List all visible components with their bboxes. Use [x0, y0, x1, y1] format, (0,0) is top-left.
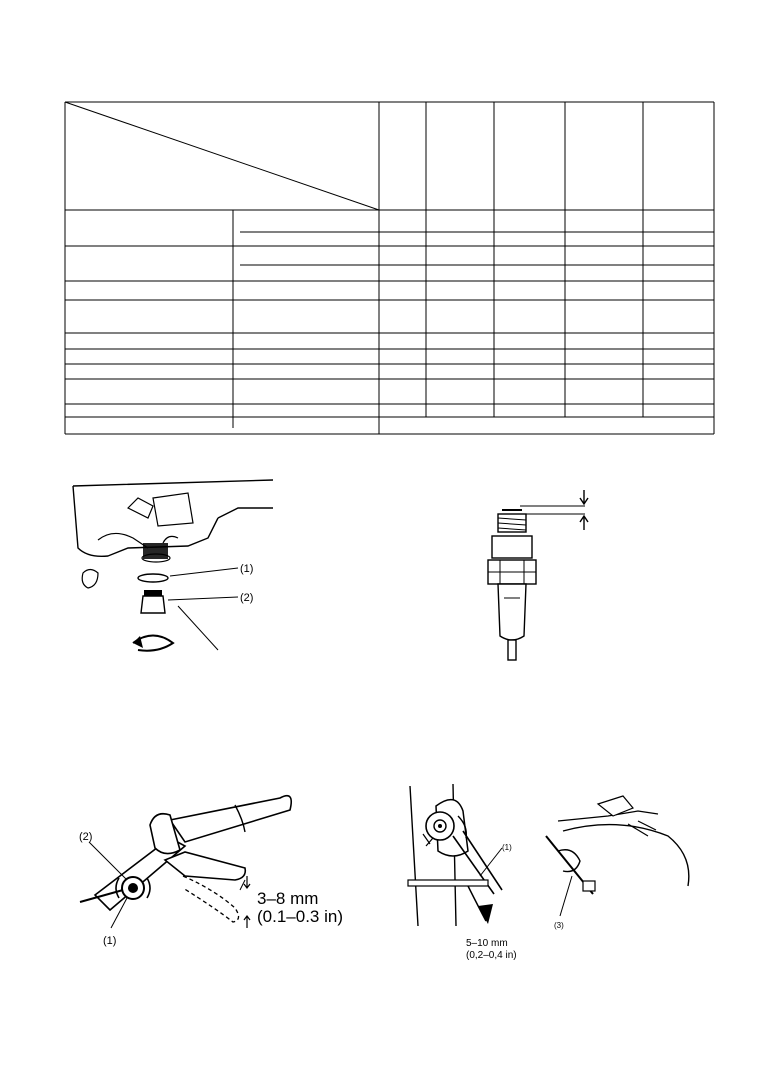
free-play-value-inches: (0,2–0,4 in) — [466, 950, 517, 961]
maintenance-table-grid — [64, 101, 715, 435]
callout-3: (3) — [554, 921, 564, 930]
free-play-value-inches: (0.1–0.3 in) — [257, 907, 343, 926]
free-play-value: 5–10 mm — [466, 938, 508, 949]
rear-brake-pedal-figure: (1) 5–10 mm (0,2–0,4 in) (3) — [398, 776, 698, 966]
front-brake-lever-figure: (2) (1) 3–8 mm (0.1–0.3 in) — [75, 780, 360, 950]
free-play-value: 3–8 mm — [257, 889, 318, 908]
callout-1: (1) — [103, 935, 116, 947]
callout-1: (1) — [240, 563, 253, 575]
oil-drain-plug-figure: (1) (2) — [68, 478, 283, 658]
callout-2: (2) — [79, 831, 92, 843]
callout-1: (1) — [502, 843, 512, 852]
spark-plug-gap-figure — [480, 488, 600, 668]
callout-2: (2) — [240, 592, 253, 604]
